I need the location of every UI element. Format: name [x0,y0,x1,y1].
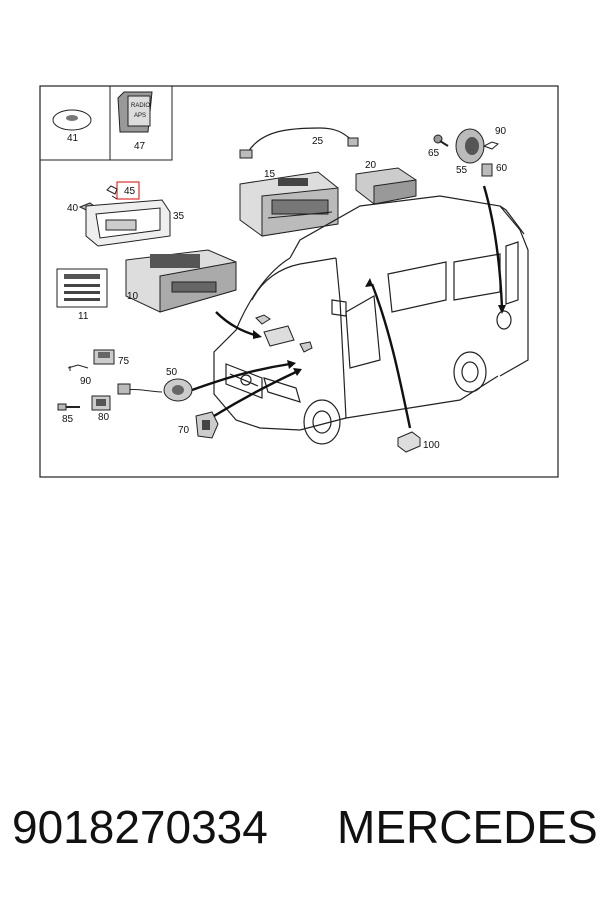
parts-diagram: 41 RADIO APS 47 45 40 35 25 15 20 [39,85,559,478]
callout-60: 60 [496,163,508,174]
callout-90-bottom: 90 [80,376,92,387]
callout-90-top: 90 [495,126,507,137]
part-number: 9018270334 [12,801,268,853]
part-70-bracket [195,411,219,439]
callout-20: 20 [365,160,377,171]
callout-50: 50 [166,367,178,378]
part-47-card: RADIO APS [117,91,153,133]
card-text-line1: RADIO [131,103,150,109]
part-41-disc [52,109,92,131]
callout-40: 40 [67,203,79,214]
callout-41: 41 [67,133,79,144]
highlight-box-45 [116,181,140,200]
part-25-cable [239,127,359,159]
brand-name: MERCEDES [337,801,598,853]
leader-arrows [191,185,504,429]
callout-25: 25 [312,136,324,147]
diagram-frame [39,85,559,478]
dash-part-a [255,314,271,325]
van-illustration [213,195,529,445]
part-65-screw [433,134,449,147]
callout-65: 65 [428,148,440,159]
part-10-radio [125,249,237,313]
inset-box [39,85,173,161]
part-60-bracket [481,163,493,177]
callout-15: 15 [264,169,276,180]
part-15-head-unit [239,171,339,237]
dash-part-b [263,325,295,347]
callout-55: 55 [456,165,468,176]
part-50-speaker [117,378,193,402]
dash-part-c [299,341,313,353]
part-85-screw [57,403,80,411]
card-text-line2: APS [134,113,146,119]
van-rear-speaker [496,310,512,330]
callout-100: 100 [423,440,440,451]
callout-11: 11 [78,311,89,322]
callout-10: 10 [127,291,139,302]
callout-80: 80 [98,412,110,423]
part-100-module [397,431,421,453]
part-90-clip-bottom [67,364,89,371]
callout-35: 35 [173,211,185,222]
callout-45: 45 [124,186,136,197]
part-45-clip [106,185,118,200]
leader-arrowheads [253,278,506,376]
part-80-plug [91,395,111,411]
part-75-connector [93,349,115,365]
callout-75: 75 [118,356,130,367]
part-90-clip-top [482,141,500,150]
part-11-label-card [56,268,108,308]
part-55-speaker [455,128,485,164]
callout-47: 47 [134,141,146,152]
callout-85: 85 [62,414,74,425]
callout-70: 70 [178,425,190,436]
part-20-module [355,167,417,205]
part-35-frame [85,199,171,247]
